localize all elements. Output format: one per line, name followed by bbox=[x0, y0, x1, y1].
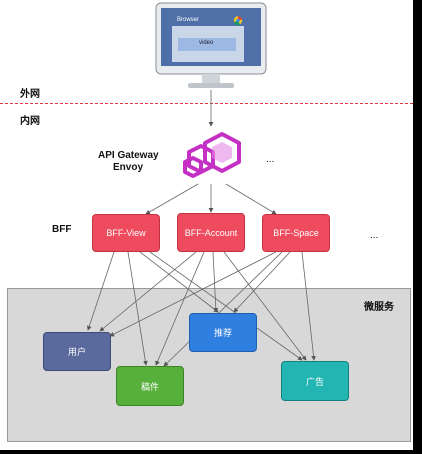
bff-label: BFF bbox=[52, 224, 72, 235]
monitor-icon bbox=[155, 2, 267, 88]
bff-more: ... bbox=[370, 230, 379, 241]
edge-account-recommend bbox=[212, 251, 219, 313]
microservices-label: 微服务 bbox=[364, 302, 394, 313]
bff-account-node: BFF-Account bbox=[177, 213, 245, 252]
envoy-logo bbox=[175, 128, 247, 184]
external-zone-label: 外网 bbox=[20, 89, 40, 100]
gateway-more: ... bbox=[266, 154, 275, 165]
recommend-service-node: 推荐 bbox=[189, 313, 257, 352]
connectors bbox=[86, 90, 316, 367]
architecture-diagram: Browser video 外网 内网 API Gateway Envoy ..… bbox=[0, 0, 413, 450]
internal-zone-label: 内网 bbox=[20, 116, 40, 127]
edge-account-user bbox=[99, 251, 197, 332]
edge-space-manuscript bbox=[163, 251, 283, 367]
edge-view-manuscript bbox=[127, 251, 148, 366]
gateway-name: API Gateway bbox=[98, 150, 159, 161]
edge-view-user bbox=[86, 251, 115, 331]
edge-account-ads bbox=[223, 251, 307, 361]
bff-view-node: BFF-View bbox=[92, 214, 160, 252]
edge-space-user bbox=[109, 251, 277, 337]
manuscript-service-node: 稿件 bbox=[116, 366, 184, 406]
gateway-proxy: Envoy bbox=[113, 162, 144, 173]
zone-divider bbox=[0, 103, 413, 104]
edge-gateway-bff-space bbox=[225, 183, 277, 215]
edge-account-manuscript bbox=[155, 251, 205, 366]
edge-gateway-bff-view bbox=[145, 183, 199, 215]
user-service-node: 用户 bbox=[43, 332, 111, 371]
bff-space-node: BFF-Space bbox=[262, 214, 330, 252]
edge-view-recommend bbox=[139, 251, 219, 313]
browser-title: Browser bbox=[177, 17, 200, 23]
video-label: video bbox=[199, 40, 214, 46]
edge-space-ads bbox=[301, 251, 316, 361]
envoy-hexagon-icon bbox=[183, 132, 241, 178]
client-monitor: Browser video bbox=[150, 2, 272, 92]
ads-service-node: 广告 bbox=[281, 361, 349, 401]
edge-space-recommend bbox=[233, 251, 291, 313]
